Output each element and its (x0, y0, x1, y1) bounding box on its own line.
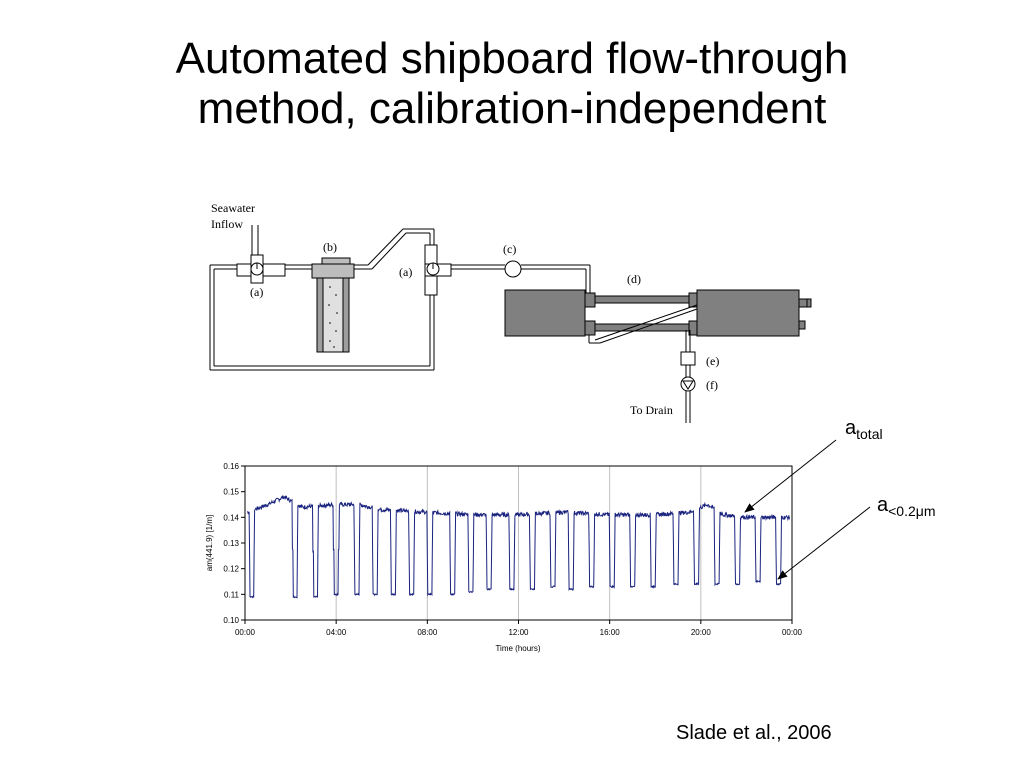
x-tick-label: 00:00 (782, 628, 803, 637)
x-tick-label: 16:00 (600, 628, 621, 637)
x-tick-label: 04:00 (326, 628, 347, 637)
y-tick-label: 0.14 (223, 513, 239, 522)
callout-a-total: atotal (845, 417, 883, 442)
x-tick-label: 20:00 (691, 628, 712, 637)
label-valve-f: (f) (706, 378, 718, 392)
label-to-drain: To Drain (630, 403, 673, 417)
title-line-2: method, calibration-independent (197, 84, 827, 133)
axis-ticks: 00:00 04:00 08:00 12:00 16:00 20:00 00:00 0.10 0… (223, 462, 802, 637)
citation: Slade et al., 2006 (676, 722, 832, 744)
y-tick-label: 0.12 (223, 565, 239, 574)
x-axis-label: Time (hours) (495, 644, 540, 653)
y-tick-label: 0.15 (223, 488, 239, 497)
x-tick-label: 08:00 (417, 628, 438, 637)
y-tick-label: 0.10 (223, 616, 239, 625)
y-tick-label: 0.11 (224, 590, 240, 599)
label-flowmeter-c: (c) (503, 242, 516, 256)
label-inflow: Inflow (211, 217, 243, 231)
y-tick-label: 0.13 (223, 539, 239, 548)
y-axis-label: am(441.9) [1/m] (205, 515, 214, 571)
x-tick-label: 12:00 (508, 628, 529, 637)
flow-through-schematic: Seawater Inflow (a) (b) (a) (c) (d) (e) … (209, 201, 812, 423)
label-valve-a-right: (a) (399, 265, 412, 279)
series-line (246, 495, 791, 599)
callout-a-filtered: a<0.2μm (877, 494, 936, 519)
label-seawater: Seawater (211, 201, 255, 215)
slide-title: Automated shipboard flow-through method,… (0, 34, 1024, 134)
label-filter-b: (b) (323, 240, 337, 254)
label-valve-a-left: (a) (250, 285, 263, 299)
absorption-time-series-chart: 00:00 04:00 08:00 12:00 16:00 20:00 00:00 0.10 0… (205, 462, 803, 653)
label-instrument-d: (d) (627, 272, 641, 286)
y-tick-label: 0.16 (223, 462, 239, 471)
label-sensor-e: (e) (706, 354, 719, 368)
x-tick-label: 00:00 (235, 628, 256, 637)
title-line-1: Automated shipboard flow-through (175, 34, 849, 83)
